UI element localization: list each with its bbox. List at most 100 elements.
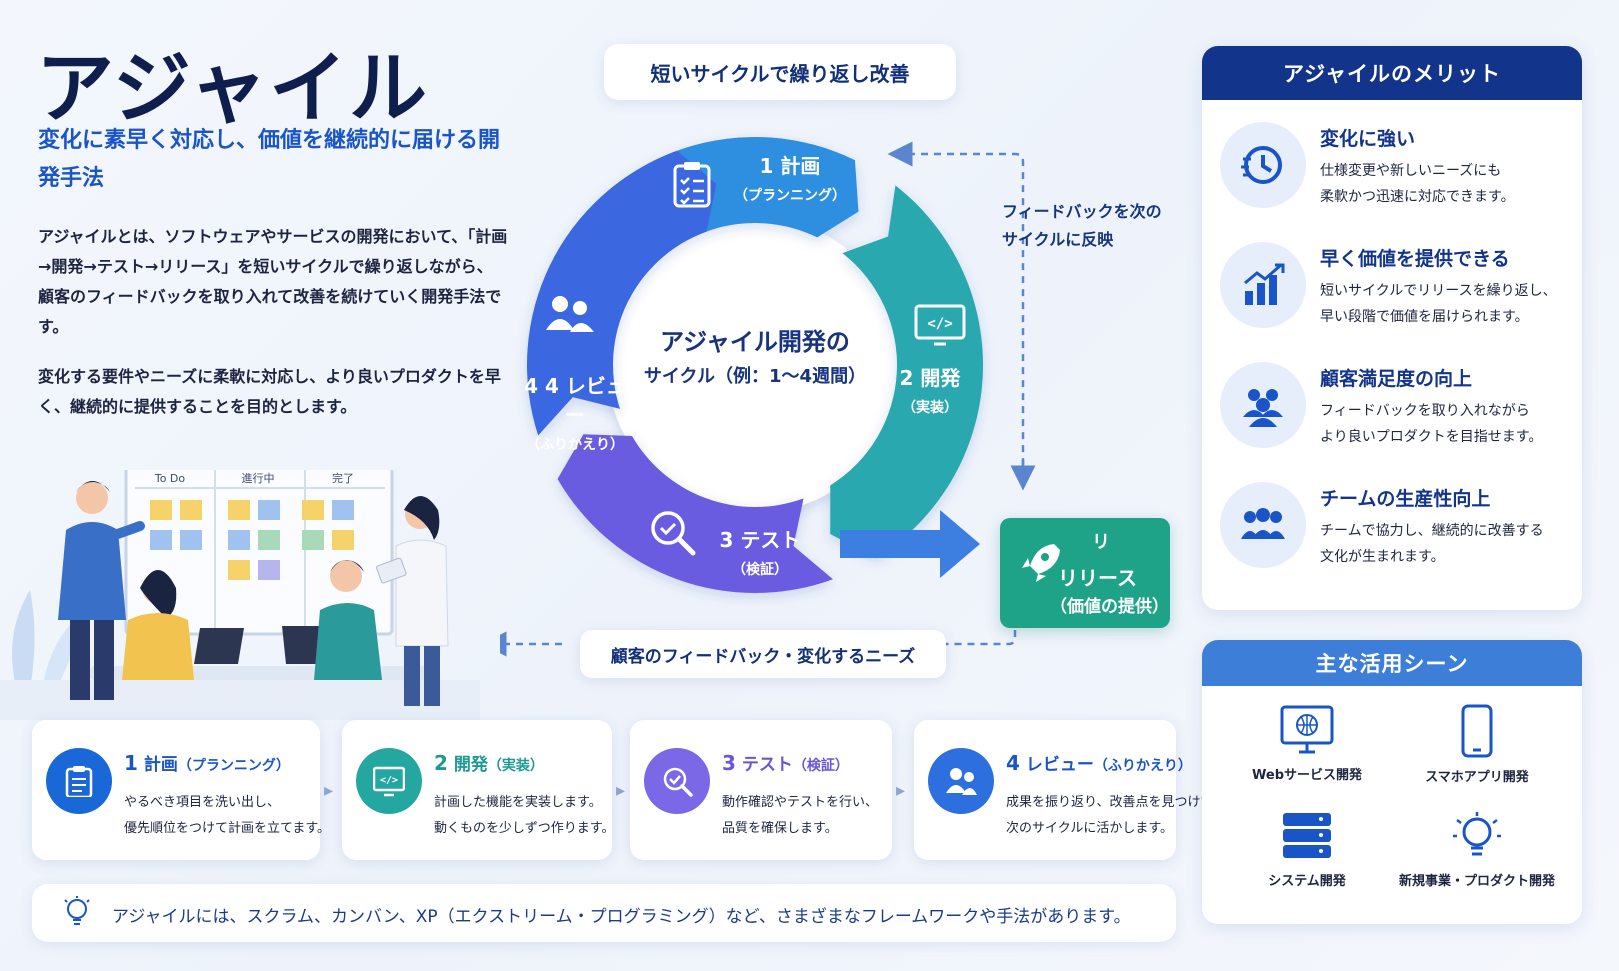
step-card-4: 4 レビュー（ふりかえり） 成果を振り返り、改善点を見つけて 次のサイクルに活か… xyxy=(914,720,1213,860)
step-desc-line: 次のサイクルに活かします。 xyxy=(1006,821,1174,836)
step-title: 1 計画（プランニング） xyxy=(124,750,290,775)
release-title: リリース xyxy=(1058,566,1137,590)
segment-title: 2 開発 xyxy=(899,366,961,390)
step-name: 計画 xyxy=(143,755,178,775)
clock-icon xyxy=(1241,146,1282,184)
sticky-note xyxy=(258,500,280,520)
customers-icon xyxy=(1243,389,1283,427)
merit-description: 短いサイクルでリリースを繰り返し、 早い段階で価値を届けられます。 xyxy=(1320,278,1557,330)
sticky-note xyxy=(180,530,202,550)
step-paren: （プランニング） xyxy=(177,758,290,774)
step-number: 1 xyxy=(124,751,138,775)
board-column-doing: 進行中 xyxy=(242,472,275,485)
merit-desc-line: 早い段階で価値を届けられます。 xyxy=(1320,309,1529,325)
magnifier-check-icon xyxy=(663,767,693,797)
step-description: やるべき項目を洗い出し、 優先順位をつけて計画を立てます。 xyxy=(124,790,330,842)
merit-item: 早く価値を提供できる 短いサイクルでリリースを繰り返し、 早い段階で価値を届けら… xyxy=(1220,236,1570,336)
sticky-note xyxy=(228,500,250,520)
merit-item: 変化に強い 仕様変更や新しいニーズにも 柔軟かつ迅速に対応できます。 xyxy=(1220,116,1570,216)
step-desc-line: 品質を確保します。 xyxy=(722,821,838,836)
frameworks-tip-text: アジャイルには、スクラム、カンバン、XP（エクストリーム・プログラミング）など、… xyxy=(112,907,1131,927)
code-monitor-icon: </> xyxy=(914,304,966,346)
usage-header: 主な活用シーン xyxy=(1202,640,1582,686)
merit-icon-circle xyxy=(1220,242,1306,328)
merit-item: 顧客満足度の向上 フィードバックを取り入れながら より良いプロダクトを目指せます… xyxy=(1220,356,1570,456)
merit-icon-circle xyxy=(1220,122,1306,208)
rocket-icon xyxy=(1022,544,1060,582)
step-desc-line: やるべき項目を洗い出し、 xyxy=(124,795,281,810)
step-chevron-icon: ▸ xyxy=(896,780,906,801)
clipboard-icon xyxy=(673,162,711,208)
step-desc-line: 優先順位をつけて計画を立てます。 xyxy=(124,821,331,836)
step-paren: （ふりかえり） xyxy=(1093,758,1192,774)
step-icon-circle xyxy=(928,748,994,814)
step-description: 成果を振り返り、改善点を見つけて 次のサイクルに活かします。 xyxy=(1006,790,1213,842)
cycle-center-title: アジャイル開発の xyxy=(660,328,850,356)
sticky-note xyxy=(332,530,354,550)
step-paren: （検証） xyxy=(792,758,849,774)
frameworks-tip: アジャイルには、スクラム、カンバン、XP（エクストリーム・プログラミング）など、… xyxy=(32,884,1176,942)
merit-icon-circle xyxy=(1220,362,1306,448)
segment-sub: （検証） xyxy=(732,562,788,578)
step-title: 3 テスト（検証） xyxy=(722,750,849,775)
merit-title: チームの生産性向上 xyxy=(1320,488,1491,510)
merit-item: チームの生産性向上 チームで協力し、継続的に改善する 文化が生まれます。 xyxy=(1220,476,1570,576)
sticky-note xyxy=(258,530,280,550)
step-desc-line: 動作確認やテストを行い、 xyxy=(722,795,879,810)
merit-desc-line: 仕様変更や新しいニーズにも xyxy=(1320,163,1502,179)
usage-panel: 主な活用シーン Webサービス開発 スマホアプリ開発 システム開発 xyxy=(1202,640,1582,924)
cycle-center-subtitle: サイクル（例：1〜4週間） xyxy=(643,366,867,387)
step-card-2: </> 2 開発（実装） 計画した機能を実装します。 動くものを少しずつ作ります… xyxy=(342,720,614,860)
cycle-top-label: 短いサイクルで繰り返し改善 xyxy=(604,44,956,100)
team-review-icon xyxy=(546,296,594,332)
agile-cycle-diagram xyxy=(500,137,1036,657)
merit-title: 変化に強い xyxy=(1320,128,1416,150)
step-name: レビュー xyxy=(1025,755,1094,775)
board-column-done: 完了 xyxy=(332,471,354,485)
cycle-segment-review: 4 4 レビュー （ふりかえり） xyxy=(520,370,630,454)
feedback-dashed-line-bottom-right xyxy=(920,630,1017,646)
team-icon xyxy=(1241,508,1285,539)
step-chevron-icon: ▸ xyxy=(616,780,626,801)
step-number: 4 xyxy=(1006,751,1020,775)
merit-desc-line: 短いサイクルでリリースを繰り返し、 xyxy=(1320,283,1557,299)
merit-desc-line: より良いプロダクトを目指せます。 xyxy=(1320,429,1543,445)
description-paragraph-2: 変化する要件やニーズに柔軟に対応し、より良いプロダクトを早く、継続的に提供するこ… xyxy=(38,367,501,416)
step-title: 2 開発（実装） xyxy=(434,750,544,775)
step-card-3: 3 テスト（検証） 動作確認やテストを行い、 品質を確保します。 xyxy=(630,720,892,860)
lightbulb-icon xyxy=(1453,812,1501,856)
cycle-segment-develop: 2 開発 （実装） xyxy=(880,362,980,417)
sticky-note xyxy=(180,500,202,520)
usage-item-web: Webサービス開発 xyxy=(1222,704,1392,783)
release-box: リ リリース （価値の提供） xyxy=(1000,518,1170,628)
step-icon-circle xyxy=(46,748,112,814)
merit-title: 早く価値を提供できる xyxy=(1320,248,1510,270)
usage-label: システム開発 xyxy=(1268,874,1346,889)
merit-icon-circle xyxy=(1220,482,1306,568)
step-paren: （実装） xyxy=(487,758,544,774)
customer-feedback-label: 顧客のフィードバック・変化するニーズ xyxy=(580,630,946,678)
cycle-segment-plan: 1 計画 （プランニング） xyxy=(710,150,870,205)
merit-description: チームで協力し、継続的に改善する 文化が生まれます。 xyxy=(1320,518,1544,570)
merit-title: 顧客満足度の向上 xyxy=(1320,368,1473,390)
merit-desc-line: 柔軟かつ迅速に対応できます。 xyxy=(1320,189,1515,205)
board-column-todo: To Do xyxy=(154,472,186,485)
sticky-note xyxy=(150,530,172,550)
cycle-ring-segment-4 xyxy=(527,150,717,436)
merit-description: フィードバックを取り入れながら より良いプロダクトを目指せます。 xyxy=(1320,398,1542,450)
step-name: テスト xyxy=(741,755,793,775)
segment-sub: （実装） xyxy=(902,400,958,416)
feedback-dashed-line-top xyxy=(908,152,1025,470)
usage-item-system: システム開発 xyxy=(1222,810,1392,889)
step-icon-circle xyxy=(644,748,710,814)
release-sub: （価値の提供） xyxy=(1050,597,1169,617)
smartphone-icon xyxy=(1461,704,1493,758)
team-review-icon xyxy=(946,768,977,795)
step-description: 計画した機能を実装します。 動くものを少しずつ作ります。 xyxy=(434,790,614,842)
sticky-note xyxy=(150,500,172,520)
web-monitor-icon xyxy=(1280,705,1334,754)
clipboard-icon xyxy=(65,766,93,797)
svg-text:</>: </> xyxy=(927,316,952,332)
team-illustration: To Do 進行中 完了 xyxy=(0,470,480,720)
description-paragraph-1: アジャイルとは、ソフトウェアやサービスの開発において、「計画→開発→テスト→リリ… xyxy=(38,227,508,336)
